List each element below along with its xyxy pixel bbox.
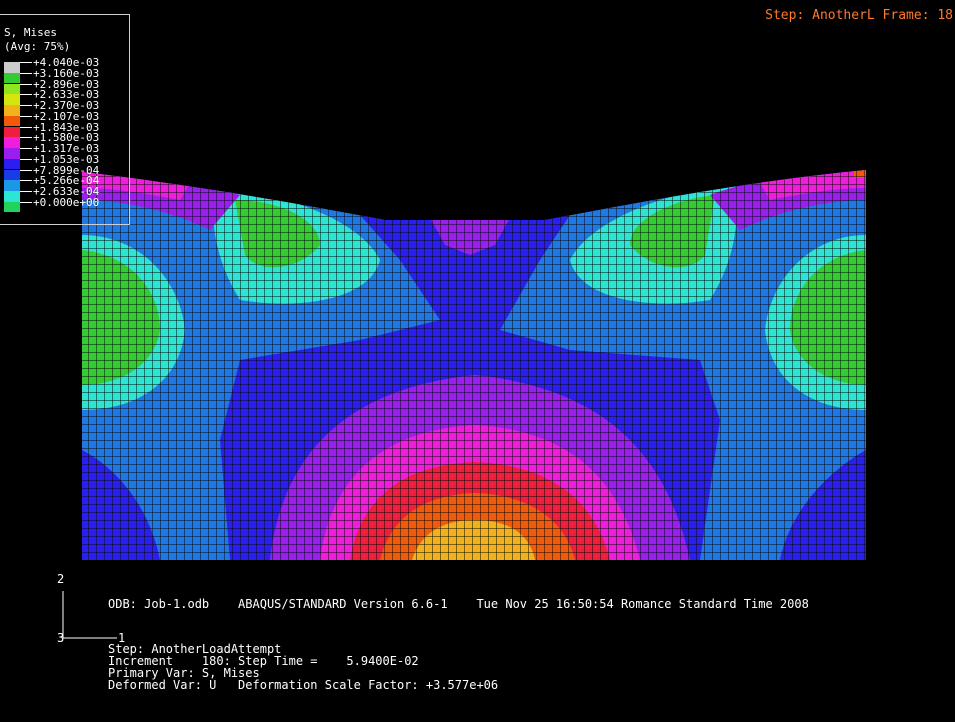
primary-var-line: Primary Var: S, Mises bbox=[108, 666, 260, 680]
legend-tick bbox=[20, 126, 32, 128]
legend-swatch bbox=[4, 126, 20, 138]
legend-label: +2.370e-03 bbox=[33, 99, 100, 112]
legend-swatch bbox=[4, 94, 20, 105]
legend-swatch bbox=[4, 115, 20, 127]
increment-info-line: Increment 180: Step Time = 5.9400E-02 bbox=[108, 654, 419, 668]
deformed-mesh bbox=[82, 170, 866, 560]
legend-label: +5.266e-04 bbox=[33, 174, 100, 188]
odb-info-line: ODB: Job-1.odb ABAQUS/STANDARD Version 6… bbox=[108, 597, 809, 611]
legend-swatch bbox=[4, 72, 20, 84]
legend-label: +0.000e+00 bbox=[33, 195, 100, 209]
legend-tick bbox=[20, 105, 32, 106]
legend-tick bbox=[20, 115, 32, 117]
triad-x-label: 1 bbox=[118, 631, 126, 645]
legend-label: +1.843e-03 bbox=[33, 120, 100, 134]
triad-y-label: 2 bbox=[57, 572, 65, 586]
legend-swatch bbox=[4, 83, 20, 95]
triad-axes-icon bbox=[62, 591, 117, 639]
legend-tick bbox=[20, 83, 32, 85]
legend-swatch bbox=[4, 62, 20, 73]
legend-label: +7.899e-04 bbox=[33, 163, 100, 177]
legend-tick bbox=[20, 180, 32, 182]
legend-swatch bbox=[4, 201, 20, 213]
legend-label: +1.317e-03 bbox=[33, 142, 100, 155]
legend-swatch bbox=[4, 158, 20, 170]
legend-tick bbox=[20, 191, 32, 192]
triad-z-label: 3 bbox=[57, 631, 65, 645]
legend-swatch bbox=[4, 191, 20, 202]
legend-swatch bbox=[4, 148, 20, 159]
legend-label: +2.896e-03 bbox=[33, 77, 100, 91]
legend-swatch bbox=[4, 105, 20, 116]
legend-tick bbox=[20, 62, 32, 63]
legend-swatch bbox=[4, 137, 20, 148]
coordinate-triad: 2 3 1 bbox=[55, 572, 135, 645]
legend-title: S, Mises bbox=[4, 26, 57, 39]
legend-tick bbox=[20, 94, 32, 96]
legend-label: +4.040e-03 bbox=[33, 56, 100, 69]
step-info-line: Step: AnotherLoadAttempt bbox=[108, 642, 282, 656]
legend-swatch bbox=[4, 169, 20, 181]
contour-legend: S, Mises (Avg: 75%) +4.040e-03+3.160e-03… bbox=[0, 14, 130, 225]
legend-tick bbox=[20, 158, 32, 160]
legend-tick bbox=[20, 148, 32, 149]
deformed-var-line: Deformed Var: U Deformation Scale Factor… bbox=[108, 678, 499, 692]
legend-subtitle: (Avg: 75%) bbox=[4, 40, 71, 53]
legend-label: +1.053e-03 bbox=[33, 152, 100, 166]
legend-tick bbox=[20, 72, 32, 74]
legend-tick bbox=[20, 201, 32, 203]
legend-label: +3.160e-03 bbox=[33, 66, 100, 80]
step-frame-label: Step: AnotherL Frame: 18 bbox=[765, 8, 953, 23]
legend-label: +1.580e-03 bbox=[33, 131, 100, 145]
legend-swatch bbox=[4, 180, 20, 191]
legend-tick bbox=[20, 169, 32, 171]
legend-tick bbox=[20, 137, 32, 139]
legend-label: +2.633e-04 bbox=[33, 185, 100, 198]
legend-label: +2.107e-03 bbox=[33, 109, 100, 123]
legend-label: +2.633e-03 bbox=[33, 88, 100, 102]
